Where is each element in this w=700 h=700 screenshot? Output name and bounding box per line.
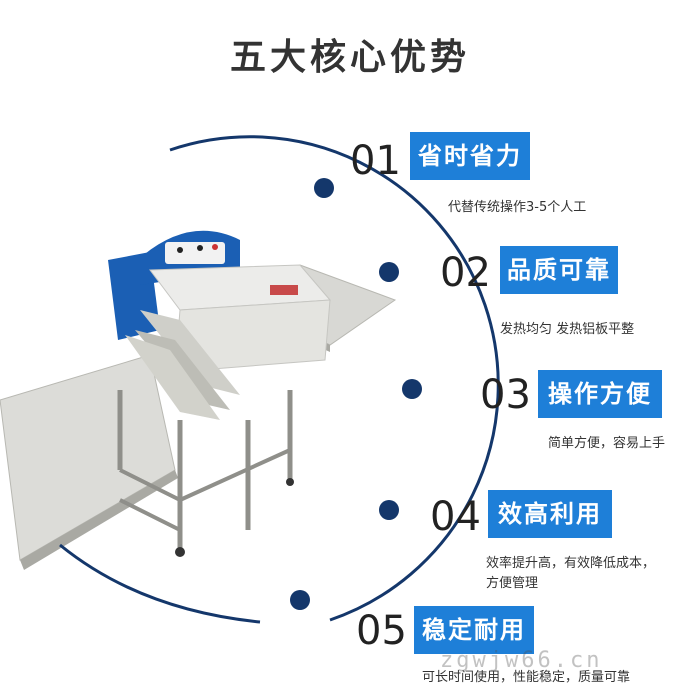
arc-dot-1 — [314, 178, 334, 198]
feature-description-line: 效率提升高，有效降低成本， — [486, 556, 656, 571]
feature-number: 04 — [430, 494, 481, 540]
feature-title-badge: 省时省力 — [410, 132, 530, 180]
arc-dot-4 — [379, 500, 399, 520]
feature-description: 效率提升高，有效降低成本， 方便管理 — [486, 554, 655, 594]
feature-description: 发热均匀 发热铝板平整 — [500, 322, 635, 337]
feature-title-badge: 稳定耐用 — [414, 606, 534, 654]
feature-description: 可长时间使用，性能稳定，质量可靠 — [422, 670, 631, 685]
feature-title-badge: 品质可靠 — [500, 246, 618, 294]
feature-description: 代替传统操作3-5个人工 — [448, 200, 587, 215]
feature-number: 03 — [480, 372, 531, 418]
feature-title-badge: 操作方便 — [538, 370, 662, 418]
feature-description-line: 方便管理 — [486, 576, 539, 591]
feature-number: 05 — [356, 608, 407, 654]
feature-description: 简单方便，容易上手 — [548, 436, 666, 451]
feature-number: 01 — [350, 138, 401, 184]
arc-dot-2 — [379, 262, 399, 282]
feature-title-badge: 效高利用 — [488, 490, 612, 538]
arc-dot-5 — [290, 590, 310, 610]
page-title: 五大核心优势 — [229, 37, 470, 78]
feature-number: 02 — [440, 250, 491, 296]
watermark: zgwjw66.cn — [440, 648, 603, 673]
arc-dot-3 — [402, 379, 422, 399]
